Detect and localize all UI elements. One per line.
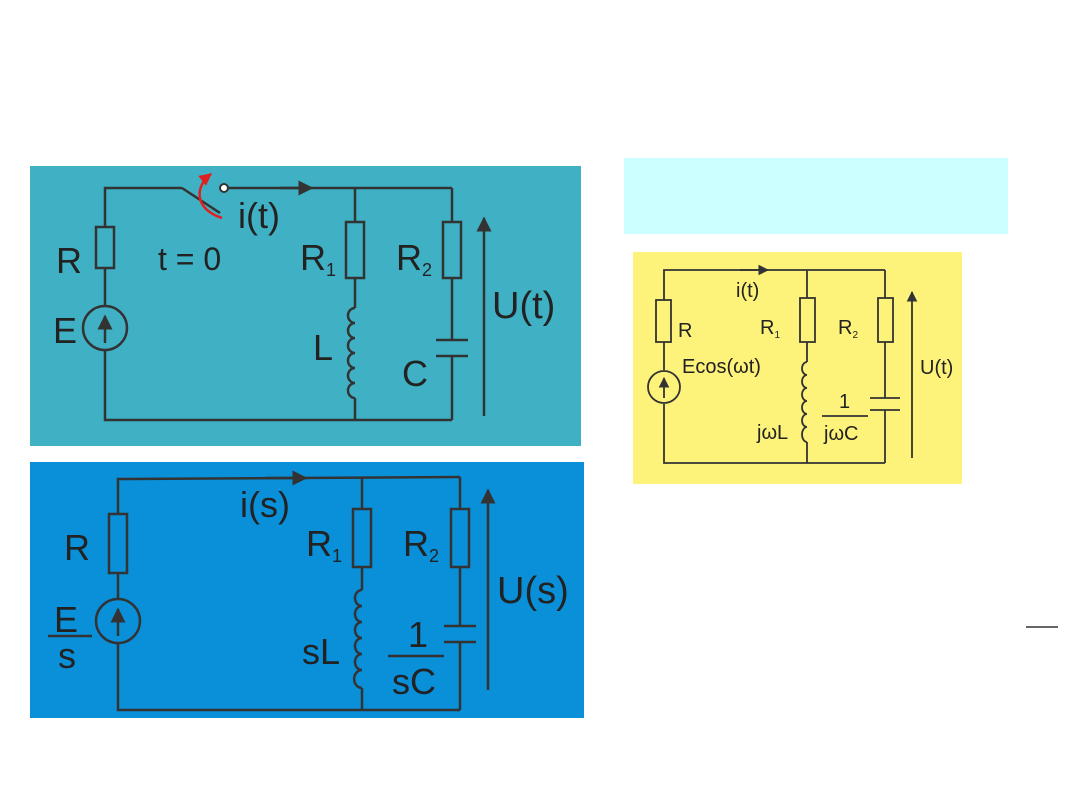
current-source	[81, 304, 129, 352]
wire-left	[116, 475, 461, 514]
label-r1: R1	[300, 237, 336, 280]
label-e: E	[53, 310, 77, 351]
label-e-numerator: E	[54, 599, 78, 640]
label-c-numerator: 1	[408, 614, 428, 655]
label-voltage: U(t)	[920, 357, 953, 379]
label-voltage: U(s)	[497, 570, 569, 612]
label-voltage: U(t)	[492, 285, 555, 327]
inductor-l	[346, 306, 356, 400]
resistor-r1	[351, 507, 373, 569]
label-sl: sL	[302, 631, 340, 672]
resistor-r2	[877, 297, 894, 343]
resistor-r	[94, 225, 116, 270]
wire-left	[103, 186, 182, 227]
label-jwl: jωL	[756, 422, 788, 444]
label-r: R	[678, 320, 692, 342]
label-r2: R2	[403, 523, 439, 566]
wire-left-lower	[663, 342, 885, 464]
phasor-domain-panel	[633, 252, 962, 484]
label-c-denominator: jωC	[823, 423, 859, 445]
label-current: i(t)	[736, 280, 759, 302]
capacitor-c	[870, 397, 900, 411]
capacitor-c	[436, 338, 468, 358]
switch-contact	[219, 183, 229, 193]
time-domain-circuit: R E t = 0 i(t) R1 R2 L C U(t)	[30, 166, 581, 446]
current-source	[94, 597, 142, 645]
current-source	[647, 370, 681, 404]
laplace-domain-panel	[30, 462, 584, 718]
label-r: R	[56, 240, 82, 281]
resistor-r2	[441, 220, 463, 280]
resistor-r2	[449, 507, 471, 569]
label-e-denominator: s	[58, 635, 76, 676]
capacitor-c	[444, 624, 476, 644]
label-r: R	[64, 527, 90, 568]
label-r2: R2	[838, 317, 858, 341]
resistor-r1	[344, 220, 366, 280]
wire-left-lower	[103, 268, 452, 422]
label-r1: R1	[306, 523, 342, 566]
label-current: i(t)	[238, 195, 280, 236]
phasor-domain-circuit: i(t) R R1 R2 Ecos(ωt) U(t) jωL 1 jωC	[633, 252, 962, 484]
inductor-sl	[352, 588, 363, 690]
wire-top	[663, 269, 885, 300]
label-l: L	[313, 327, 333, 368]
label-source: Ecos(ωt)	[682, 356, 761, 378]
label-c-denominator: sC	[392, 661, 436, 702]
label-r1: R1	[760, 317, 780, 341]
blank-box	[624, 158, 1008, 234]
switch-arrow	[198, 173, 223, 220]
resistor-r	[107, 512, 129, 575]
label-r2: R2	[396, 237, 432, 280]
label-c-numerator: 1	[839, 391, 850, 413]
label-t0: t = 0	[158, 241, 221, 277]
time-domain-panel	[30, 166, 581, 446]
resistor-r1	[799, 297, 816, 343]
label-current: i(s)	[240, 484, 290, 525]
inductor-jwl	[801, 361, 808, 443]
wire-left-lower	[116, 573, 460, 712]
laplace-domain-circuit: R E s i(s) R1 R2 sL 1 sC U(s)	[30, 462, 584, 718]
resistor-r	[655, 299, 672, 343]
label-c: C	[402, 353, 428, 394]
